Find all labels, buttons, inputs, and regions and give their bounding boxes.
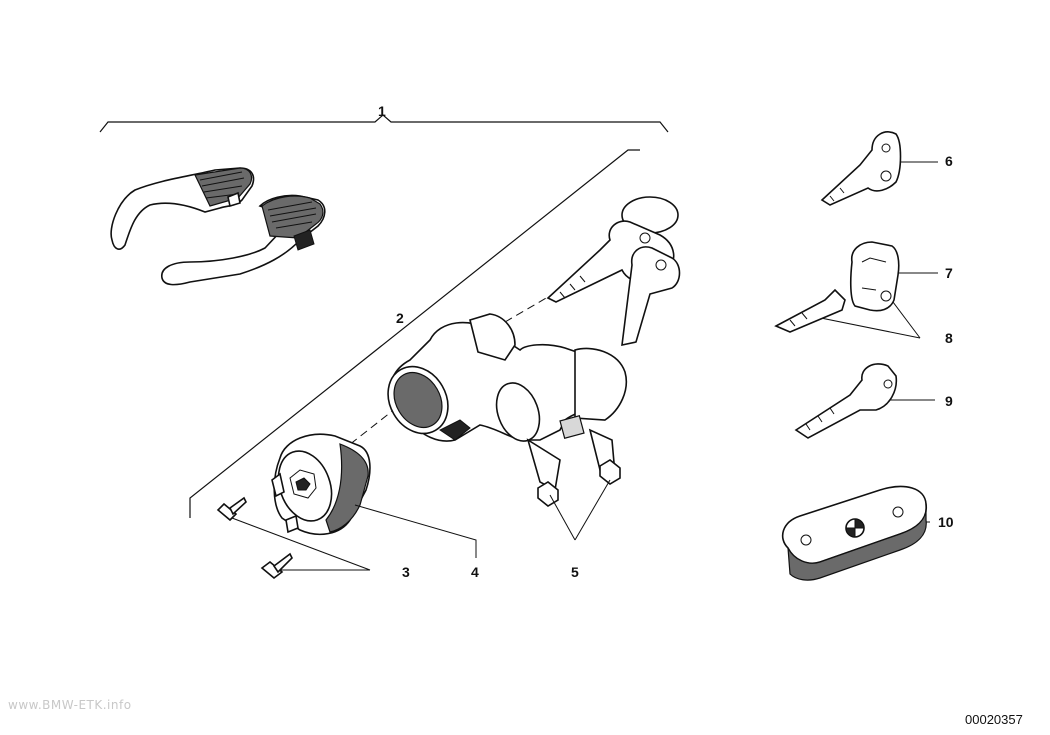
lock-cylinder — [271, 433, 371, 536]
key-6 — [820, 131, 902, 206]
key-7 — [774, 241, 900, 333]
callout-4: 4 — [471, 564, 479, 580]
callout-6: 6 — [945, 153, 953, 169]
tag-plate-10 — [781, 485, 927, 581]
site-watermark: www.BMW-ETK.info — [8, 698, 132, 712]
door-handle-lower — [161, 194, 326, 286]
callout-9: 9 — [945, 393, 953, 409]
diagram-number: 00020357 — [965, 712, 1023, 727]
group-2-bracket — [189, 149, 640, 518]
key-pair-with-fob — [546, 196, 681, 347]
callout-10: 10 — [938, 514, 954, 530]
callout-2: 2 — [396, 310, 404, 326]
callout-3: 3 — [402, 564, 410, 580]
lock-housing — [387, 313, 627, 492]
group-1-bracket — [99, 114, 669, 133]
cylinder-screws — [216, 496, 293, 580]
callout-5: 5 — [571, 564, 579, 580]
door-handle-upper — [110, 167, 255, 250]
callout-1: 1 — [378, 103, 386, 119]
callout-7: 7 — [945, 265, 953, 281]
callout-8: 8 — [945, 330, 953, 346]
key-9 — [794, 363, 898, 439]
